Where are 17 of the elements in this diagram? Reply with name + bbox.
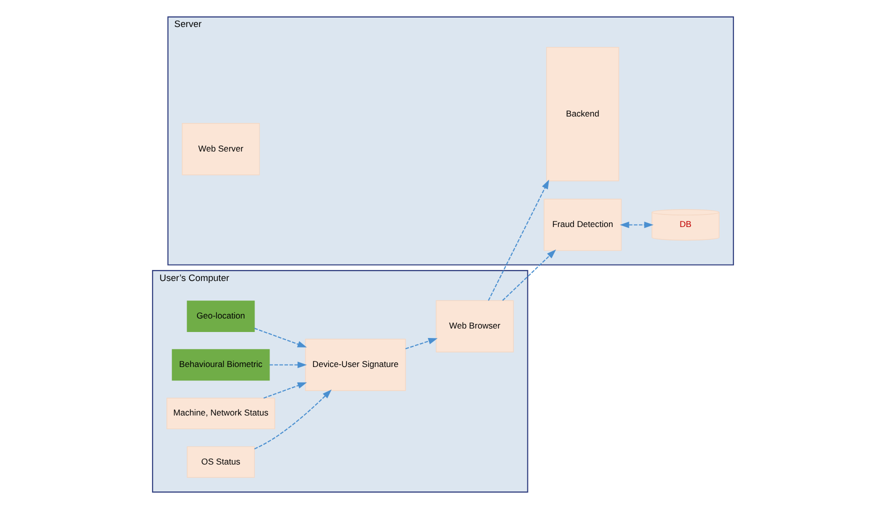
arrow xyxy=(620,222,654,228)
node-box: Device-User Signature xyxy=(305,338,406,391)
arrow xyxy=(254,390,332,450)
arrow xyxy=(502,250,556,301)
arrow xyxy=(488,180,550,301)
node-box: Web Browser xyxy=(436,300,514,352)
node-box: Web Server xyxy=(182,123,260,176)
arrow xyxy=(405,338,438,350)
arrow xyxy=(269,362,307,368)
arrow xyxy=(264,382,307,399)
node-box: Fraud Detection xyxy=(544,198,622,251)
node-box: Geo-location xyxy=(186,300,255,332)
arrow xyxy=(254,328,307,348)
node-box: Behavioural Biometric xyxy=(172,349,270,381)
node-box: OS Status xyxy=(186,446,255,478)
node-box: Machine, Network Status xyxy=(166,398,276,430)
node-box: Backend xyxy=(546,46,620,182)
